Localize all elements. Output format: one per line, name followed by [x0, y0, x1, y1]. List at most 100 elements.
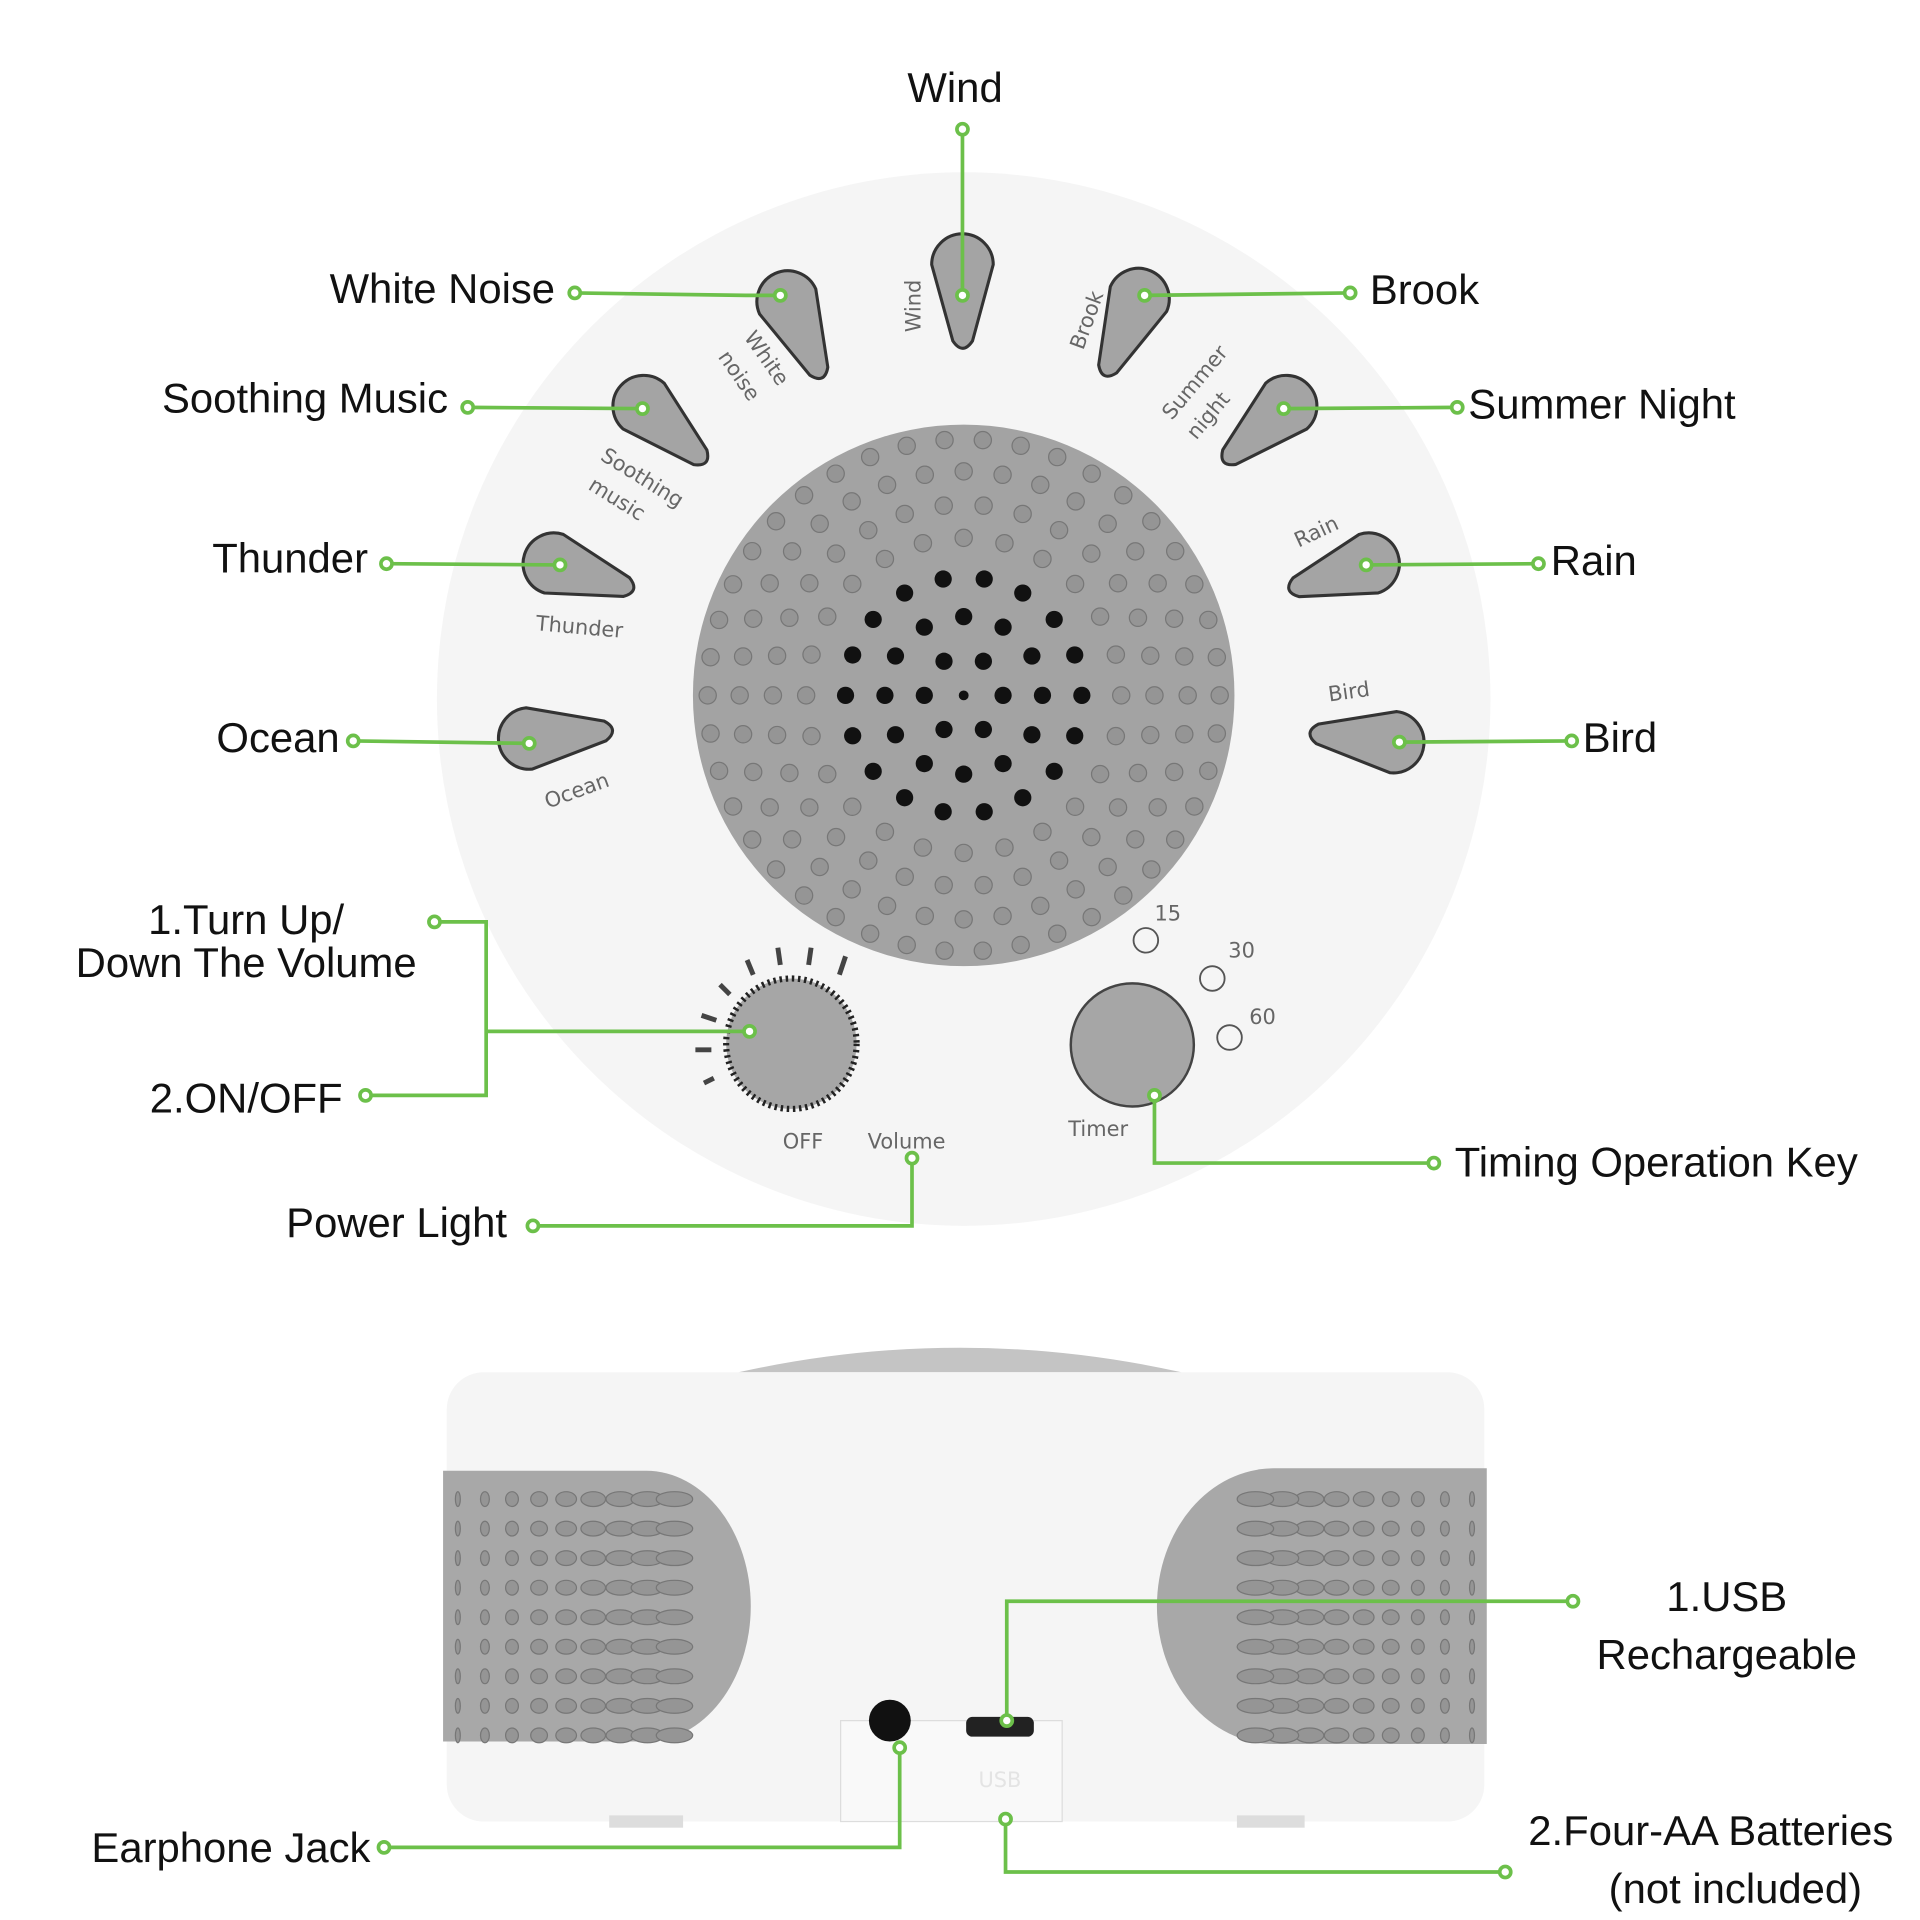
callout-usb-1: 1.USB: [1666, 1573, 1787, 1620]
speaker-hole: [1352, 1579, 1375, 1596]
button-rain[interactable]: [1280, 525, 1408, 619]
callout-batteries-1: 2.Four-AA Batteries: [1528, 1807, 1893, 1854]
speaker-hole: [1468, 1550, 1476, 1567]
speaker-hole: [955, 608, 973, 626]
speaker-hole: [655, 1638, 694, 1655]
speaker-hole: [733, 647, 753, 666]
speaker-hole: [760, 798, 779, 817]
speaker-hole: [1323, 1668, 1350, 1685]
speaker-hole: [782, 542, 802, 561]
speaker-hole: [1410, 1638, 1425, 1655]
speaker-hole: [1323, 1727, 1350, 1744]
speaker-hole: [454, 1697, 461, 1714]
button-thunder[interactable]: [515, 525, 643, 619]
speaker-hole: [1236, 1609, 1275, 1626]
speaker-hole: [504, 1579, 520, 1596]
foot-right: [1236, 1815, 1305, 1828]
speaker-hole: [826, 544, 846, 563]
speaker-hole: [1082, 827, 1101, 847]
speaker-hole: [1065, 574, 1085, 594]
speaker-hole: [1031, 896, 1050, 916]
speaker-hole: [1045, 610, 1063, 629]
label-15: 15: [1154, 902, 1181, 926]
speaker-hole: [1468, 1579, 1476, 1596]
leader-dot: [521, 736, 537, 751]
speaker-hole: [760, 574, 779, 593]
speaker-holes: [698, 430, 1229, 960]
speaker-hole: [818, 607, 837, 626]
speaker-hole: [504, 1520, 520, 1537]
speaker-hole: [1141, 725, 1160, 745]
speaker-hole: [1323, 1579, 1350, 1596]
speaker-hole: [886, 647, 905, 665]
volume-scale-ticks: [695, 947, 848, 1086]
speaker-hole: [782, 830, 802, 849]
speaker-hole: [580, 1609, 607, 1626]
speaker-hole: [875, 549, 895, 569]
speaker-hole: [766, 860, 786, 879]
speaker-hole: [1410, 1491, 1425, 1508]
leader-dot: [358, 1088, 373, 1103]
leader-dot: [1392, 734, 1407, 750]
callout-batteries-2: (not included): [1609, 1865, 1862, 1912]
speaker-hole: [743, 609, 763, 629]
speaker-hole: [954, 528, 973, 548]
speaker-hole: [954, 462, 973, 481]
speaker-hole: [1294, 1520, 1325, 1537]
speaker-hole: [1065, 797, 1085, 817]
speaker-hole: [530, 1550, 549, 1567]
speaker-hole: [1439, 1668, 1450, 1685]
callout-on-off: 2.ON/OFF: [150, 1075, 343, 1122]
speaker-hole: [555, 1609, 578, 1626]
button-bird[interactable]: [1307, 703, 1427, 777]
speaker-hole: [1468, 1727, 1476, 1744]
speaker-hole: [1439, 1491, 1450, 1508]
speaker-hole: [974, 875, 993, 895]
speaker-hole: [1114, 886, 1133, 905]
earphone-jack[interactable]: [868, 1699, 911, 1742]
speaker-hole: [1049, 851, 1069, 870]
button-summer-night[interactable]: [1203, 363, 1329, 485]
timer-led-15: [1132, 927, 1160, 954]
speaker-hole: [1439, 1638, 1450, 1655]
speaker-hole: [1148, 574, 1167, 593]
speaker-hole: [1142, 860, 1161, 879]
speaker-hole: [1090, 607, 1110, 626]
speaker-hole: [1106, 726, 1126, 746]
speaker-hole: [454, 1727, 461, 1744]
leader-dot: [1564, 733, 1580, 749]
speaker-hole: [860, 447, 880, 467]
label-off: OFF: [783, 1129, 824, 1153]
speaker-hole: [1112, 686, 1131, 705]
speaker-hole: [1128, 608, 1148, 628]
speaker-hole: [709, 610, 729, 630]
speaker-hole: [897, 935, 916, 955]
speaker-hole: [1294, 1491, 1325, 1508]
speaker-hole: [913, 533, 933, 553]
usb-port[interactable]: [966, 1716, 1034, 1737]
callout-earphone-jack: Earphone Jack: [91, 1824, 370, 1871]
speaker-hole: [1410, 1520, 1425, 1537]
speaker-hole: [1114, 486, 1133, 505]
speaker-hole: [860, 924, 880, 943]
button-ocean[interactable]: [496, 700, 616, 773]
speaker-hole: [1178, 686, 1197, 705]
leader-dot: [742, 1024, 757, 1039]
speaker-hole: [1352, 1638, 1375, 1655]
speaker-hole: [1323, 1550, 1350, 1567]
timer-button[interactable]: [1069, 982, 1196, 1108]
speaker-hole: [1468, 1697, 1476, 1714]
speaker-hole: [1199, 761, 1218, 781]
speaker-hole: [1098, 514, 1117, 534]
speaker-hole: [530, 1727, 549, 1744]
speaker-hole: [935, 652, 953, 670]
speaker-hole: [1128, 763, 1148, 783]
speaker-hole: [1210, 686, 1229, 705]
speaker-hole: [504, 1727, 520, 1744]
speaker-hole: [935, 430, 954, 450]
speaker-hole: [794, 486, 814, 505]
speaker-hole: [1013, 867, 1032, 887]
volume-knob[interactable]: [723, 975, 860, 1113]
speaker-hole: [995, 838, 1014, 857]
